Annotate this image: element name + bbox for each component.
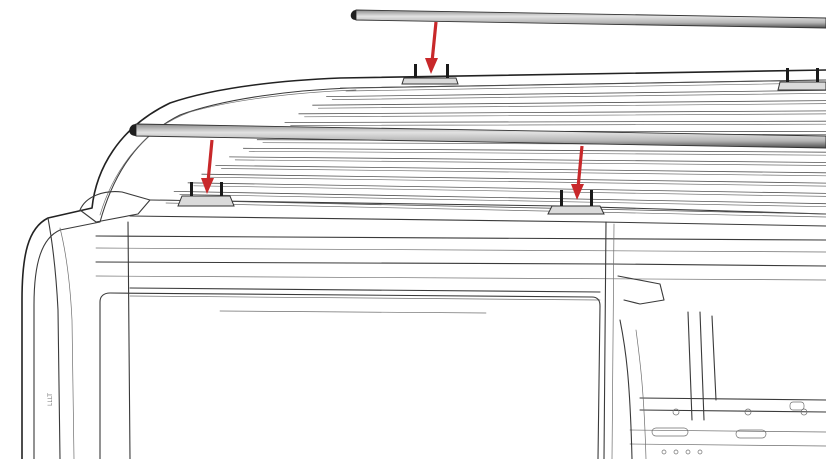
interior-crossmember-lower (629, 429, 826, 447)
roof-slat (201, 173, 826, 184)
roof-slats (159, 79, 826, 218)
side-trim-strip (129, 287, 601, 293)
side-panel-crease-3 (95, 275, 826, 281)
roof-slat-edge (331, 92, 826, 100)
mounting-brackets (177, 64, 826, 215)
roof-slat (215, 165, 826, 174)
cab-inner-outline (33, 79, 826, 459)
cab-outline (21, 69, 826, 459)
roof-slat (284, 120, 826, 123)
bolt-icon (816, 68, 819, 82)
arrow-down-icon (425, 21, 438, 74)
roof-slat (298, 110, 826, 115)
side-panel-crease-2 (95, 261, 826, 267)
side-panel-crease-1 (95, 247, 826, 253)
bolt-icon (560, 190, 563, 206)
frame-holes (651, 401, 808, 455)
end-cap-icon (350, 10, 356, 20)
roof-slat-edge (345, 82, 826, 92)
van-body: LLLT (21, 69, 826, 459)
front-window (99, 292, 601, 459)
installation-arrows (201, 21, 584, 200)
roof-slat-edge (317, 103, 826, 109)
bracket-front-left (177, 182, 235, 207)
cargo-door-seam (603, 221, 607, 459)
body-seam (127, 221, 131, 459)
roof-slat (339, 79, 826, 89)
front-window-reflection (219, 310, 487, 314)
roof-slat (312, 100, 826, 106)
arrow-down-icon (201, 139, 214, 194)
bracket-front-right (547, 190, 605, 215)
bracket-rear-right (777, 68, 826, 91)
windshield-pillar (47, 217, 61, 459)
roof-slat-edge (165, 202, 826, 218)
side-trim-strip-lower (129, 295, 601, 301)
roof-slat-edge (248, 150, 826, 156)
roof-slat (229, 156, 826, 163)
roof-slat-edge (221, 168, 826, 177)
roof-slat (173, 191, 826, 205)
roof-slat-edge (290, 123, 826, 126)
windshield-pillar-inner (59, 227, 75, 459)
roof-slat-edge (304, 113, 826, 118)
interior-pillar (687, 311, 705, 421)
bracket-rear-left (401, 64, 459, 85)
bolt-icon (414, 64, 417, 78)
roof-slat (159, 199, 826, 215)
cargo-door-seam-inner (611, 223, 615, 459)
roof-slat (243, 147, 826, 153)
sliding-door-frame (617, 275, 665, 305)
arrow-down-icon (571, 145, 584, 200)
roof-slat (326, 89, 826, 97)
interior-crossmember (639, 397, 826, 413)
cab-roof-crease (99, 89, 357, 216)
crossbars (129, 9, 826, 149)
roof-slat-edge (234, 159, 826, 166)
roof-slat-edge (179, 194, 826, 208)
rear-crossbar (350, 9, 826, 29)
interior-frame-left-inner (635, 329, 647, 459)
end-cap-icon (129, 124, 136, 136)
bolt-icon (590, 190, 593, 206)
roof-slat-edge (193, 185, 826, 197)
interior-pillar-2 (711, 315, 717, 401)
front-crossbar (129, 123, 826, 149)
bolt-icon (220, 182, 223, 196)
roof-slat-edge (207, 176, 826, 187)
side-marking-text: LLLT (47, 393, 54, 406)
front-cap (79, 191, 151, 223)
side-panel-top (95, 235, 826, 241)
roof-slat (187, 182, 826, 194)
interior-frame-left (619, 319, 633, 459)
bolt-icon (446, 64, 449, 78)
bolt-icon (786, 68, 789, 82)
roof-gutter-line (129, 215, 826, 227)
bolt-icon (190, 182, 193, 196)
